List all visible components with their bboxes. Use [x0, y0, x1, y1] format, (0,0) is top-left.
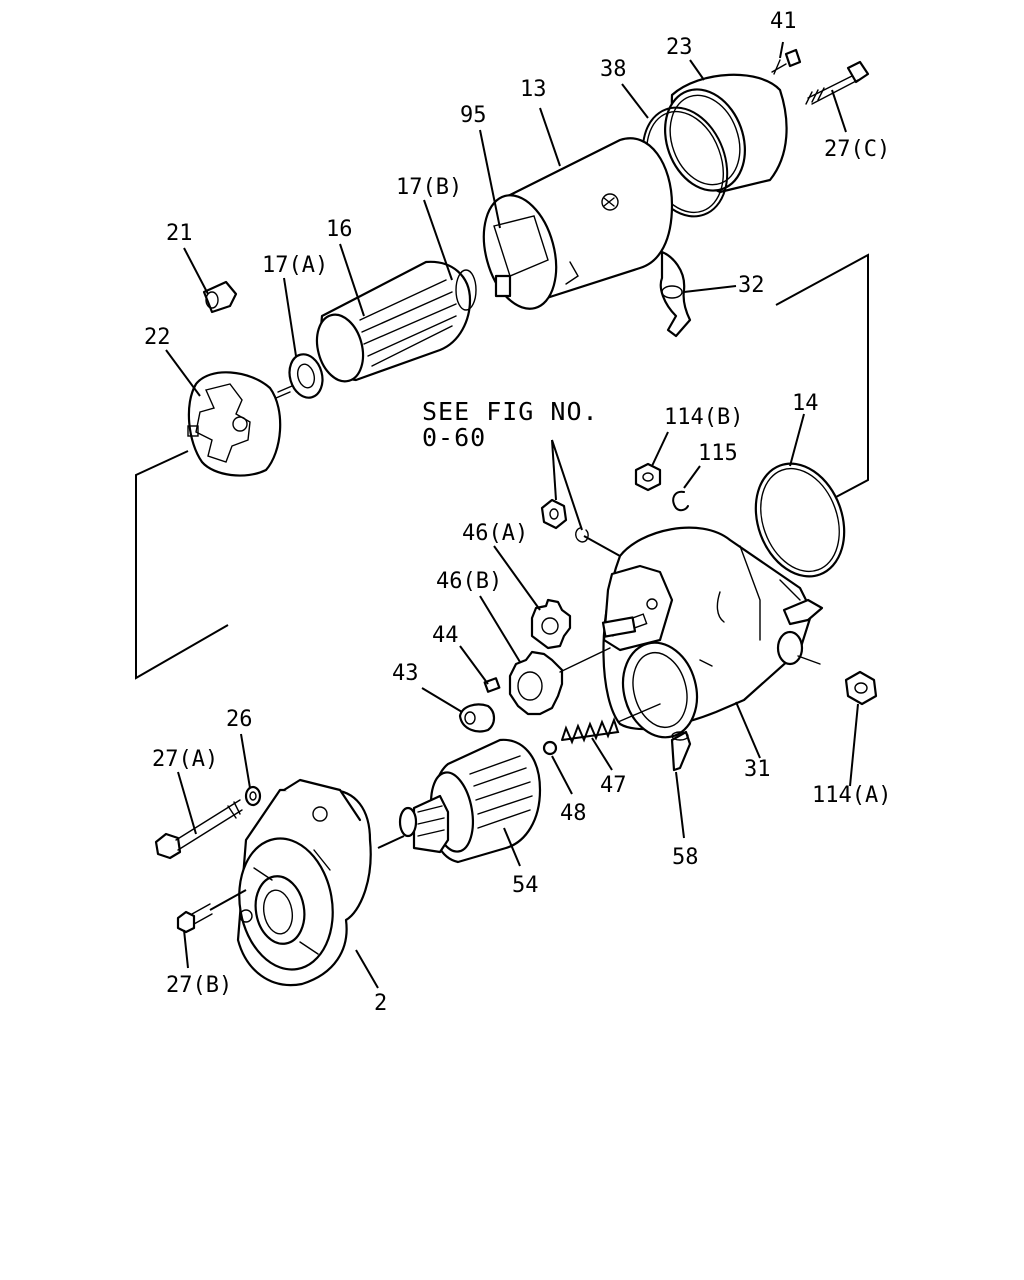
- callout-23: 23: [666, 35, 693, 60]
- part-54-pinion-clutch: [398, 738, 542, 864]
- callout-13: 13: [520, 77, 547, 102]
- callout-114a: 114(A): [812, 783, 891, 808]
- callout-95: 95: [460, 103, 487, 128]
- callout-46b: 46(B): [436, 569, 502, 594]
- part-2-front-housing: [236, 778, 372, 987]
- part-48-ball: [542, 740, 558, 756]
- callout-47: 47: [600, 773, 627, 798]
- part-58-plug: [670, 730, 692, 772]
- callout-26: 26: [226, 707, 253, 732]
- callout-114b: 114(B): [664, 405, 743, 430]
- part-21-clip: [202, 280, 238, 314]
- part-22-brush-holder: [187, 371, 282, 477]
- callout-22: 22: [144, 325, 171, 350]
- part-27a-bolt: [154, 799, 243, 860]
- callout-32: 32: [738, 273, 765, 298]
- callout-115: 115: [698, 441, 738, 466]
- callout-44: 44: [432, 623, 459, 648]
- callout-58: 58: [672, 845, 699, 870]
- part-16-armature: [315, 260, 477, 383]
- part-27c-bolt: [805, 60, 870, 105]
- callout-38: 38: [600, 57, 627, 82]
- part-46b-gear: [508, 616, 637, 716]
- group-bracket-left: [135, 450, 229, 680]
- callout-17b: 17(B): [396, 175, 462, 200]
- part-47-spring: [561, 703, 661, 745]
- see-fig-note-line2: 0-60: [422, 423, 486, 452]
- part-114b-nut: [634, 462, 662, 492]
- callout-17a: 17(A): [262, 253, 328, 278]
- part-13-yoke: [482, 137, 674, 310]
- part-115-snap-ring: [672, 490, 689, 512]
- callout-21: 21: [166, 221, 193, 246]
- callout-41: 41: [770, 9, 797, 34]
- part-31-housing: [602, 526, 824, 739]
- callout-46a: 46(A): [462, 521, 528, 546]
- part-27b-bolt: [176, 903, 213, 934]
- callout-43: 43: [392, 661, 419, 686]
- part-14-large-o-ring: [754, 462, 846, 578]
- part-114a-nut: [844, 670, 878, 706]
- callout-2: 2: [374, 991, 387, 1016]
- part-44-pin: [483, 677, 501, 693]
- part-26-washer: [244, 785, 262, 807]
- callout-27b: 27(B): [166, 973, 232, 998]
- callout-48: 48: [560, 801, 587, 826]
- part-46a-gear: [530, 598, 572, 650]
- callout-27c: 27(C): [824, 137, 890, 162]
- callout-27a: 27(A): [152, 747, 218, 772]
- leader-lines: [165, 41, 859, 989]
- part-43-collar: [458, 703, 496, 733]
- ref-parts-0-60: [540, 498, 589, 543]
- part-32-lead-wire: [659, 250, 692, 338]
- callout-16: 16: [326, 217, 353, 242]
- part-17a-bearing: [275, 353, 324, 399]
- part-23-cover: [664, 73, 788, 194]
- callout-31: 31: [744, 757, 771, 782]
- callout-labels: 41 23 38 13 95 27(C) 17(B) 21 16 17(A) 3…: [144, 9, 891, 1016]
- part-41-screw: [771, 48, 802, 75]
- callout-54: 54: [512, 873, 539, 898]
- group-bracket-right: [775, 253, 869, 498]
- see-fig-note-line1: SEE FIG NO.: [422, 397, 599, 426]
- callout-14: 14: [792, 391, 819, 416]
